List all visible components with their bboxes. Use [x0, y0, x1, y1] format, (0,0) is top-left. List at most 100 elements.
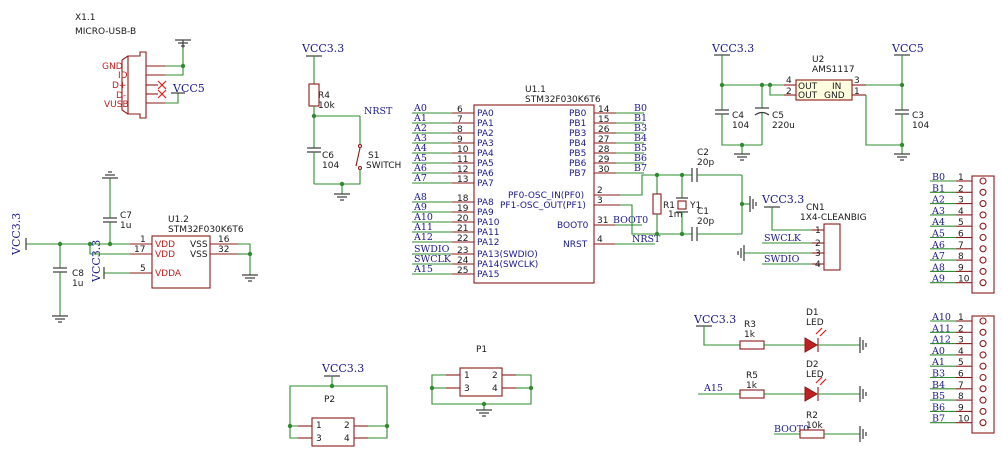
- header-net-label: A7: [931, 251, 945, 262]
- header-pin: [979, 233, 987, 242]
- header-net-label: B0: [932, 172, 945, 183]
- usb-pin-vusb: VUSB: [104, 100, 129, 110]
- header-net-label: B4: [932, 380, 945, 391]
- c3-value: 104: [912, 121, 929, 131]
- u11-pin-label: PA14(SWCLK): [477, 260, 538, 270]
- u11-num-2: 2: [597, 186, 603, 196]
- u12-num-32: 32: [218, 245, 229, 255]
- no-connect-icon: [157, 80, 167, 99]
- c7-value: 1u: [120, 221, 131, 231]
- cn1-ref: CN1: [806, 203, 825, 213]
- header-pin-number: 9: [958, 403, 964, 413]
- u11-pin-label: PA5: [477, 159, 494, 169]
- u11-net-label: B3: [634, 123, 647, 134]
- c2-ref: C2: [697, 148, 709, 158]
- c6-ref: C6: [322, 151, 334, 161]
- u11-pin-label: PA15: [477, 270, 499, 280]
- u11-net-label: B6: [634, 153, 647, 164]
- header-pin-number: 5: [958, 358, 964, 368]
- u11-pin-number: 7: [457, 115, 463, 125]
- c5-ref: C5: [772, 111, 784, 121]
- x1-value: MICRO-USB-B: [75, 27, 136, 37]
- u12-pin-vss1: VSS: [190, 240, 208, 250]
- ground-icon: [52, 315, 68, 323]
- u12-pin-vss2: VSS: [190, 250, 208, 260]
- u2-value: AMS1117: [812, 65, 855, 75]
- u11-pin-number: 25: [457, 266, 468, 276]
- header-pin: [979, 177, 987, 185]
- u11-net-label: A11: [413, 222, 433, 233]
- u11-pin-label: PA0: [477, 109, 494, 119]
- u12-num-5: 5: [140, 264, 146, 274]
- jumper-p1: P1 1 3 2 4: [429, 345, 534, 417]
- u11-pin-number: 13: [457, 175, 468, 185]
- header-net-label: A12: [931, 335, 951, 346]
- ground-icon: [859, 426, 867, 442]
- header-net-label: A2: [931, 195, 945, 206]
- p2-vcc33-label: VCC3.3: [321, 362, 364, 375]
- c5-value: 220u: [772, 121, 795, 131]
- u11-net-label: A5: [413, 153, 427, 164]
- p1-num-3: 3: [464, 384, 470, 394]
- u11-pin-label: PA9: [477, 208, 494, 218]
- header-pin: [979, 385, 987, 393]
- header-pin-number: 10: [958, 275, 970, 285]
- c1-ref: C1: [697, 207, 709, 217]
- x1-ref: X1.1: [75, 13, 95, 23]
- u11-pin-label: PB1: [569, 119, 586, 129]
- u11-ref: U1.1: [525, 85, 546, 95]
- u11-pin-label: PA7: [477, 179, 494, 189]
- ground-icon: [894, 153, 910, 161]
- p2-num-2: 2: [344, 421, 350, 431]
- u11-pin-number: 14: [598, 105, 610, 115]
- header-pin: [979, 211, 987, 219]
- swd-connector: VCC3.3 SWCLK SWDIO CN1 1X4-CLEANBIG 1 2 …: [737, 193, 867, 271]
- u11-pin-number: 6: [457, 105, 463, 115]
- header-pin: [979, 396, 987, 404]
- cn1-value: 1X4-CLEANBIG: [800, 213, 867, 223]
- header-net-label: A6: [931, 240, 945, 251]
- u11-pin-label: PA13(SWDIO): [477, 250, 538, 260]
- u11-net-label: A4: [413, 143, 427, 154]
- u11-pin-number: 28: [598, 145, 610, 155]
- header-pin: [979, 419, 987, 427]
- c8-value: 1u: [72, 279, 83, 289]
- r1-resistor: [652, 193, 662, 215]
- u11-body: [473, 104, 595, 284]
- p2-num-4: 4: [344, 434, 350, 444]
- u12-vcc33-label: VCC3.3: [10, 213, 23, 256]
- header-pin-number: 6: [958, 230, 964, 240]
- cn1-num-4: 4: [815, 260, 821, 270]
- header-pin-number: 9: [958, 263, 964, 273]
- u12-num-16: 16: [218, 235, 230, 245]
- header-pin-number: 7: [958, 381, 964, 391]
- header-pin-number: 8: [958, 392, 964, 402]
- header-net-label: A5: [931, 229, 945, 240]
- u11-pin-nrst: NRST: [563, 240, 588, 250]
- header-net-label: A8: [931, 262, 945, 273]
- u12-num-1: 1: [140, 235, 146, 245]
- u11-net-label: A12: [413, 232, 433, 243]
- ground-icon: [102, 171, 118, 179]
- reset-vcc33-label: VCC3.3: [301, 42, 344, 55]
- u11-pin-number: 23: [457, 246, 468, 256]
- u12-value: STM32F030K6T6: [168, 225, 244, 235]
- c6-value: 104: [322, 161, 339, 171]
- u11-pin-label: PA12: [477, 238, 499, 248]
- r2-resistor: [799, 429, 825, 439]
- r2-ref: R2: [806, 411, 818, 421]
- u11-pin-label: PA1: [477, 119, 494, 129]
- header-net-label: A3: [931, 206, 945, 217]
- header-pin-number: 6: [958, 370, 964, 380]
- ground-icon: [242, 274, 258, 282]
- p2-ref: P2: [324, 395, 335, 405]
- u11-net-label: A2: [413, 123, 427, 134]
- d2-ref: D2: [806, 360, 819, 370]
- u11-pin-number: 30: [598, 165, 610, 175]
- crystal-circuit: C2 20p C1 20p R1 1m Y1: [620, 148, 757, 241]
- u11-pin-label: PA4: [477, 149, 494, 159]
- header-pin: [979, 407, 987, 415]
- u2-num-4: 4: [786, 76, 792, 86]
